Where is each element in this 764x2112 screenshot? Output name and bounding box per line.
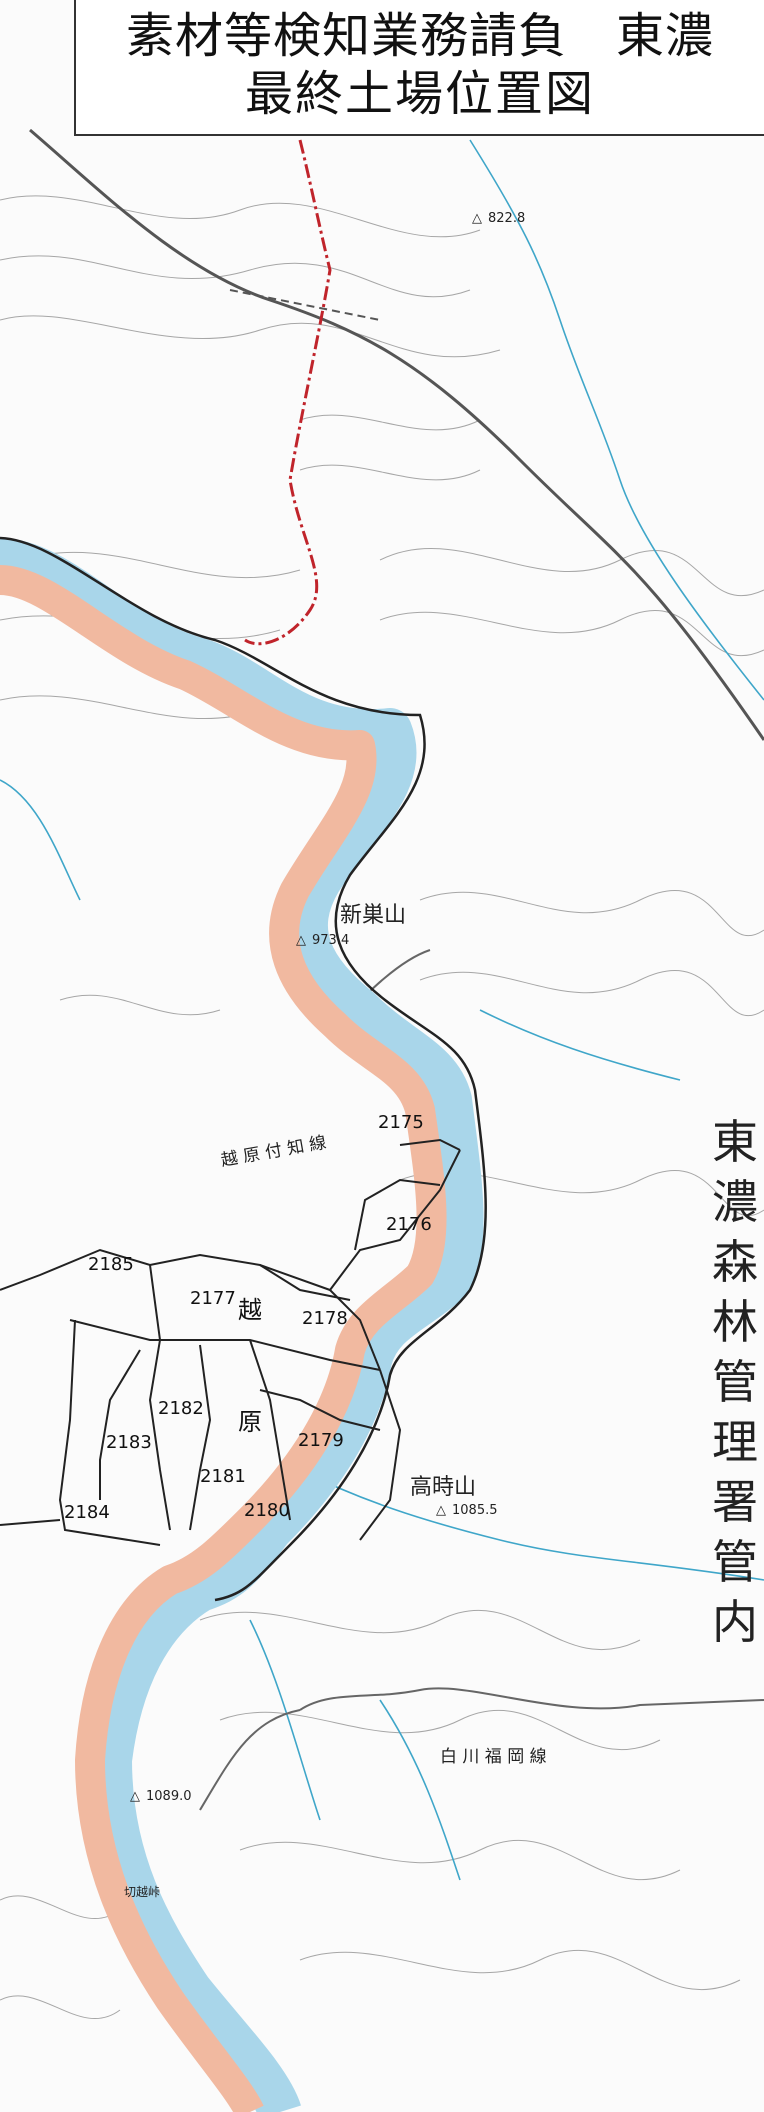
national-highway: [29, 128, 764, 741]
area-label-hara: 原: [238, 1408, 262, 1436]
boundary-line: [0, 536, 487, 1602]
compartment-2178: 2178: [302, 1308, 348, 1329]
title-box: 素材等検知業務請負 東濃 最終土場位置図: [74, 0, 764, 136]
rivers: [0, 139, 764, 1881]
red-route-line: [244, 139, 332, 646]
elevation-mark-973: △: [296, 933, 306, 948]
boundary-orange-band: [0, 565, 447, 2112]
contour-lines: [0, 195, 764, 2019]
compartment-2184: 2184: [64, 1502, 110, 1523]
elevation-shinsuyama: 973.4: [312, 933, 349, 948]
compartment-2179: 2179: [298, 1430, 344, 1451]
compartment-2185: 2185: [88, 1254, 134, 1275]
elevation-mark-1085: △: [436, 1503, 446, 1518]
compartment-labels: 2175 2176 2177 2178 2179 2180 2181 2182 …: [64, 1112, 432, 1523]
compartment-2180: 2180: [244, 1500, 290, 1521]
side-label-char: 管: [712, 1535, 758, 1589]
side-label-char: 森: [712, 1235, 758, 1289]
side-label-char: 管: [712, 1355, 758, 1409]
area-labels: 越 原: [238, 1296, 262, 1436]
compartment-2175: 2175: [378, 1112, 424, 1133]
side-label-char: 濃: [712, 1175, 758, 1229]
compartment-2176: 2176: [386, 1214, 432, 1235]
side-label-tohno-forest-office: 東 濃 森 林 管 理 署 管 内: [708, 1112, 762, 1652]
elevation-mark-1089: △: [130, 1789, 140, 1804]
mountain-takatokiyama: 高時山: [410, 1475, 476, 1500]
boundary-blue-band: [0, 538, 484, 2112]
road-shirakawa-label: 白 川 福 岡 線: [440, 1747, 547, 1767]
side-label-char: 東: [712, 1115, 758, 1169]
elevation-1089: 1089.0: [146, 1789, 192, 1804]
mountain-shinsuyama: 新巣山: [340, 903, 406, 928]
side-label-char: 署: [712, 1475, 758, 1529]
compartment-2181: 2181: [200, 1466, 246, 1487]
mountain-labels: 新巣山 △ 973.4 高時山 △ 1085.5 △ 822.8 △ 1089.…: [124, 211, 525, 1899]
map-title-line2: 最終土場位置図: [244, 66, 595, 122]
compartment-lines: [0, 1138, 461, 1546]
side-label-char: 理: [712, 1415, 758, 1469]
map-title-line1: 素材等検知業務請負 東濃: [125, 8, 714, 64]
side-label-char: 内: [712, 1595, 758, 1649]
pass-kirikoshi: 切越峠: [124, 1884, 160, 1899]
compartment-2182: 2182: [158, 1398, 204, 1419]
compartment-2177: 2177: [190, 1288, 236, 1309]
side-label-char: 林: [712, 1295, 758, 1349]
elevation-822: 822.8: [488, 211, 525, 226]
area-label-etsu: 越: [238, 1296, 262, 1324]
elevation-takatokiyama: 1085.5: [452, 1503, 498, 1518]
compartment-2183: 2183: [106, 1432, 152, 1453]
elevation-mark-822: △: [472, 211, 482, 226]
